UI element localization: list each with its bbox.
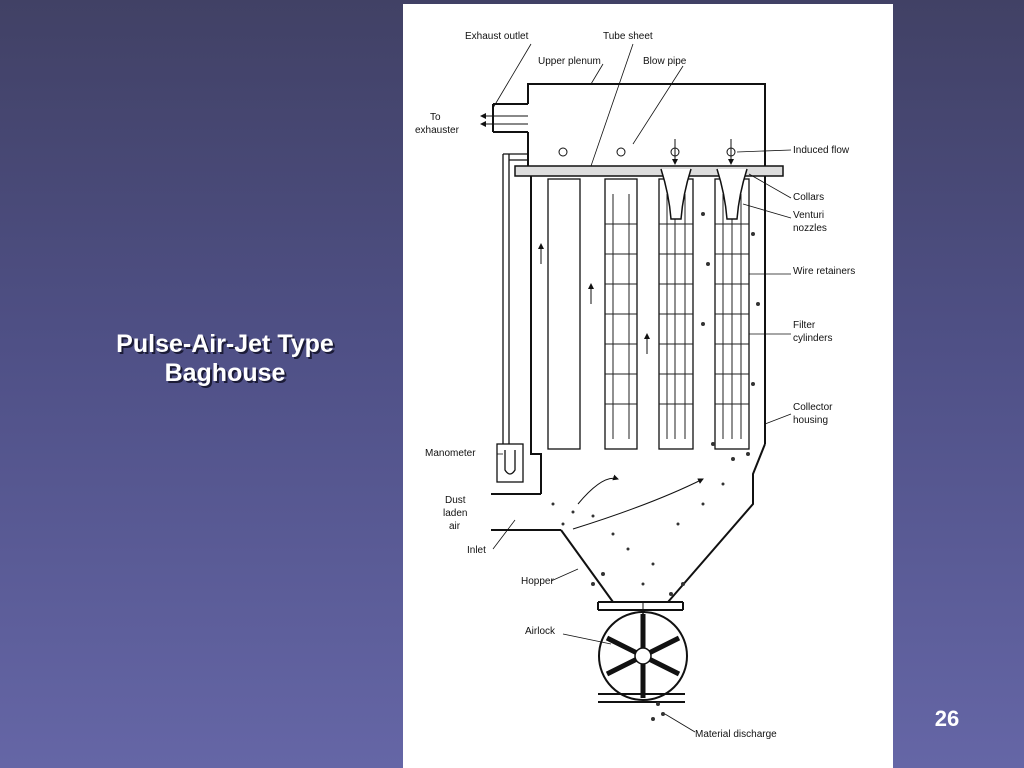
slide-title-line-2: Baghouse — [164, 359, 286, 387]
label-wire-retainers: Wire retainers — [793, 266, 855, 277]
page-number: 26 — [934, 706, 960, 731]
label-collector: Collector — [793, 402, 833, 413]
airflow-arrows — [480, 113, 734, 615]
label-laden: laden — [443, 508, 467, 519]
label-tube-sheet: Tube sheet — [603, 31, 653, 42]
leader-lines — [492, 43, 792, 733]
manometer — [496, 153, 528, 483]
label-exhauster: exhauster — [415, 125, 460, 136]
label-exhaust-outlet: Exhaust outlet — [465, 31, 529, 42]
label-hopper: Hopper — [521, 576, 554, 587]
blow-pipe-nozzles — [558, 147, 736, 157]
label-venturi: Venturi — [793, 210, 824, 221]
baghouse-diagram: Exhaust outlet Tube sheet Upper plenum B… — [403, 4, 893, 768]
baghouse-drawing: Exhaust outlet Tube sheet Upper plenum B… — [415, 31, 855, 740]
label-to: To — [430, 112, 441, 123]
label-inlet: Inlet — [467, 545, 486, 556]
airlock-rotor — [605, 614, 681, 698]
label-dust: Dust — [445, 495, 466, 506]
dust-particles — [551, 212, 760, 721]
label-nozzles: nozzles — [793, 223, 827, 234]
label-cylinders: cylinders — [793, 333, 832, 344]
label-filter: Filter — [793, 320, 816, 331]
label-airlock: Airlock — [525, 626, 556, 637]
wire-retainers — [605, 194, 749, 439]
label-material-discharge: Material discharge — [695, 729, 777, 740]
label-housing: housing — [793, 415, 828, 426]
label-air: air — [449, 521, 461, 532]
diagram-labels: Exhaust outlet Tube sheet Upper plenum B… — [415, 31, 855, 740]
slide-title-line-1: Pulse-Air-Jet Type — [116, 330, 334, 358]
label-upper-plenum: Upper plenum — [538, 56, 601, 67]
label-induced-flow: Induced flow — [793, 145, 850, 156]
label-collars: Collars — [793, 192, 824, 203]
collector-housing-outline — [491, 83, 766, 703]
label-blow-pipe: Blow pipe — [643, 56, 687, 67]
venturi-nozzles — [660, 168, 748, 220]
tube-sheet — [514, 165, 784, 177]
label-manometer: Manometer — [425, 448, 476, 459]
slide-title: Pulse-Air-Jet Type Baghouse — [80, 330, 370, 388]
